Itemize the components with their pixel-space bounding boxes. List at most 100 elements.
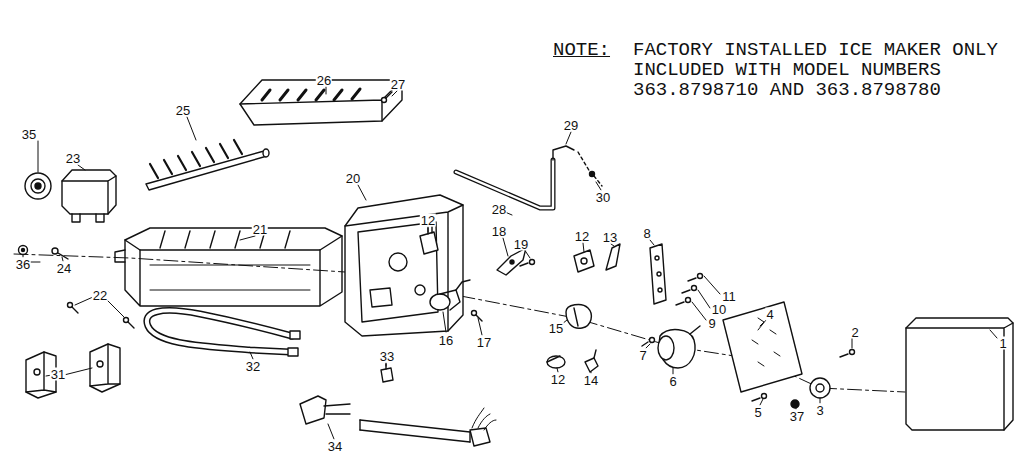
leader-lines — [990, 330, 997, 338]
gear-part — [547, 356, 565, 368]
screw-part — [68, 303, 135, 329]
callout-number: 35 — [21, 128, 37, 141]
leader-lines — [704, 276, 720, 294]
switch-part — [420, 227, 438, 254]
screw-part — [128, 322, 134, 328]
ring-part — [25, 173, 51, 199]
callout-number: 4 — [765, 308, 774, 321]
leader-lines — [478, 318, 482, 335]
lever-part — [510, 260, 514, 264]
callout-number: 22 — [92, 289, 108, 302]
mold-part — [115, 228, 342, 306]
leader-lines — [760, 399, 763, 405]
housing-part — [345, 195, 463, 336]
gear-part — [547, 350, 598, 372]
cam-part — [574, 250, 594, 272]
lever-part — [520, 263, 528, 266]
plate-part — [752, 318, 780, 366]
thermostat-part — [72, 214, 104, 222]
leader-lines — [187, 117, 196, 140]
callout-number: 23 — [65, 152, 81, 165]
cap-part — [574, 308, 578, 326]
callout-number: 16 — [438, 334, 454, 347]
bracket-part — [650, 244, 666, 304]
knob-part — [816, 384, 824, 392]
leader-lines — [62, 257, 63, 261]
leader-lines — [503, 238, 508, 256]
screw-part — [472, 311, 483, 322]
screw-part — [686, 298, 691, 303]
callout-number: 12 — [420, 214, 436, 227]
callout-number: 33 — [379, 350, 395, 363]
thermostat-part — [62, 170, 116, 222]
note-text: FACTORY INSTALLED ICE MAKER ONLY INCLUDE… — [633, 40, 1005, 100]
screw-part — [762, 394, 767, 399]
callout-number: 3 — [815, 404, 824, 417]
mold-part — [125, 228, 342, 250]
housing-part — [370, 288, 392, 307]
leader-lines — [611, 244, 614, 246]
leader-lines — [386, 363, 387, 366]
harness-part — [360, 420, 470, 442]
heater-part — [147, 310, 292, 352]
harness-part — [360, 420, 470, 442]
screw-part — [840, 354, 848, 357]
ring-part — [25, 173, 51, 199]
harness-part — [300, 396, 496, 446]
clip-part — [381, 368, 393, 382]
plate-part — [723, 302, 802, 392]
callout-number: 27 — [390, 78, 406, 91]
ejector-part — [146, 151, 267, 190]
screw-part — [698, 274, 703, 279]
screw-part — [676, 274, 703, 306]
leader-lines — [328, 424, 334, 439]
switch-part — [440, 290, 460, 310]
callout-number: 18 — [491, 225, 507, 238]
screw-part — [752, 394, 767, 402]
clip-part — [381, 364, 393, 382]
housing-part — [345, 205, 463, 331]
switch-part — [420, 232, 438, 254]
callout-number: 1 — [998, 337, 1007, 350]
dot-part — [791, 400, 799, 408]
leader-lines — [326, 87, 327, 94]
cam-part — [581, 258, 587, 264]
stripper-part — [240, 80, 402, 125]
callout-number: 34 — [327, 440, 343, 453]
callout-number: 11 — [721, 290, 737, 303]
bracket-part — [657, 272, 661, 276]
callout-number: 2 — [850, 326, 859, 339]
shutoff-arm-part — [456, 160, 553, 208]
callout-number: 25 — [175, 104, 191, 117]
bracket-part — [650, 244, 666, 304]
knob-part — [810, 378, 830, 398]
nut-part — [19, 246, 28, 255]
screw-part — [650, 338, 655, 343]
screw-part — [688, 278, 696, 281]
leader-lines — [758, 320, 766, 330]
mold-part — [125, 236, 342, 306]
callout-number: 31 — [50, 368, 66, 381]
cover-part — [906, 318, 1013, 430]
housing-part — [358, 222, 438, 322]
leader-lines — [650, 240, 654, 245]
callout-number: 30 — [595, 191, 611, 204]
bracket-part — [90, 344, 120, 386]
cover-part — [906, 323, 1013, 430]
leader-lines — [23, 87, 997, 439]
motor-part — [690, 326, 700, 334]
leader-lines — [698, 290, 710, 308]
leader-lines — [358, 185, 366, 200]
motor-part — [658, 336, 674, 360]
screw-part — [52, 248, 58, 254]
screw-part — [682, 290, 690, 293]
ejector-part — [150, 140, 242, 178]
spring-part — [606, 244, 620, 270]
screw-part — [52, 248, 68, 259]
switch-part — [456, 280, 470, 290]
dot-part — [791, 400, 799, 408]
bracket-part — [34, 369, 40, 375]
stripper-part — [240, 80, 402, 125]
callout-number: 36 — [15, 258, 31, 271]
leader-lines — [596, 182, 601, 190]
